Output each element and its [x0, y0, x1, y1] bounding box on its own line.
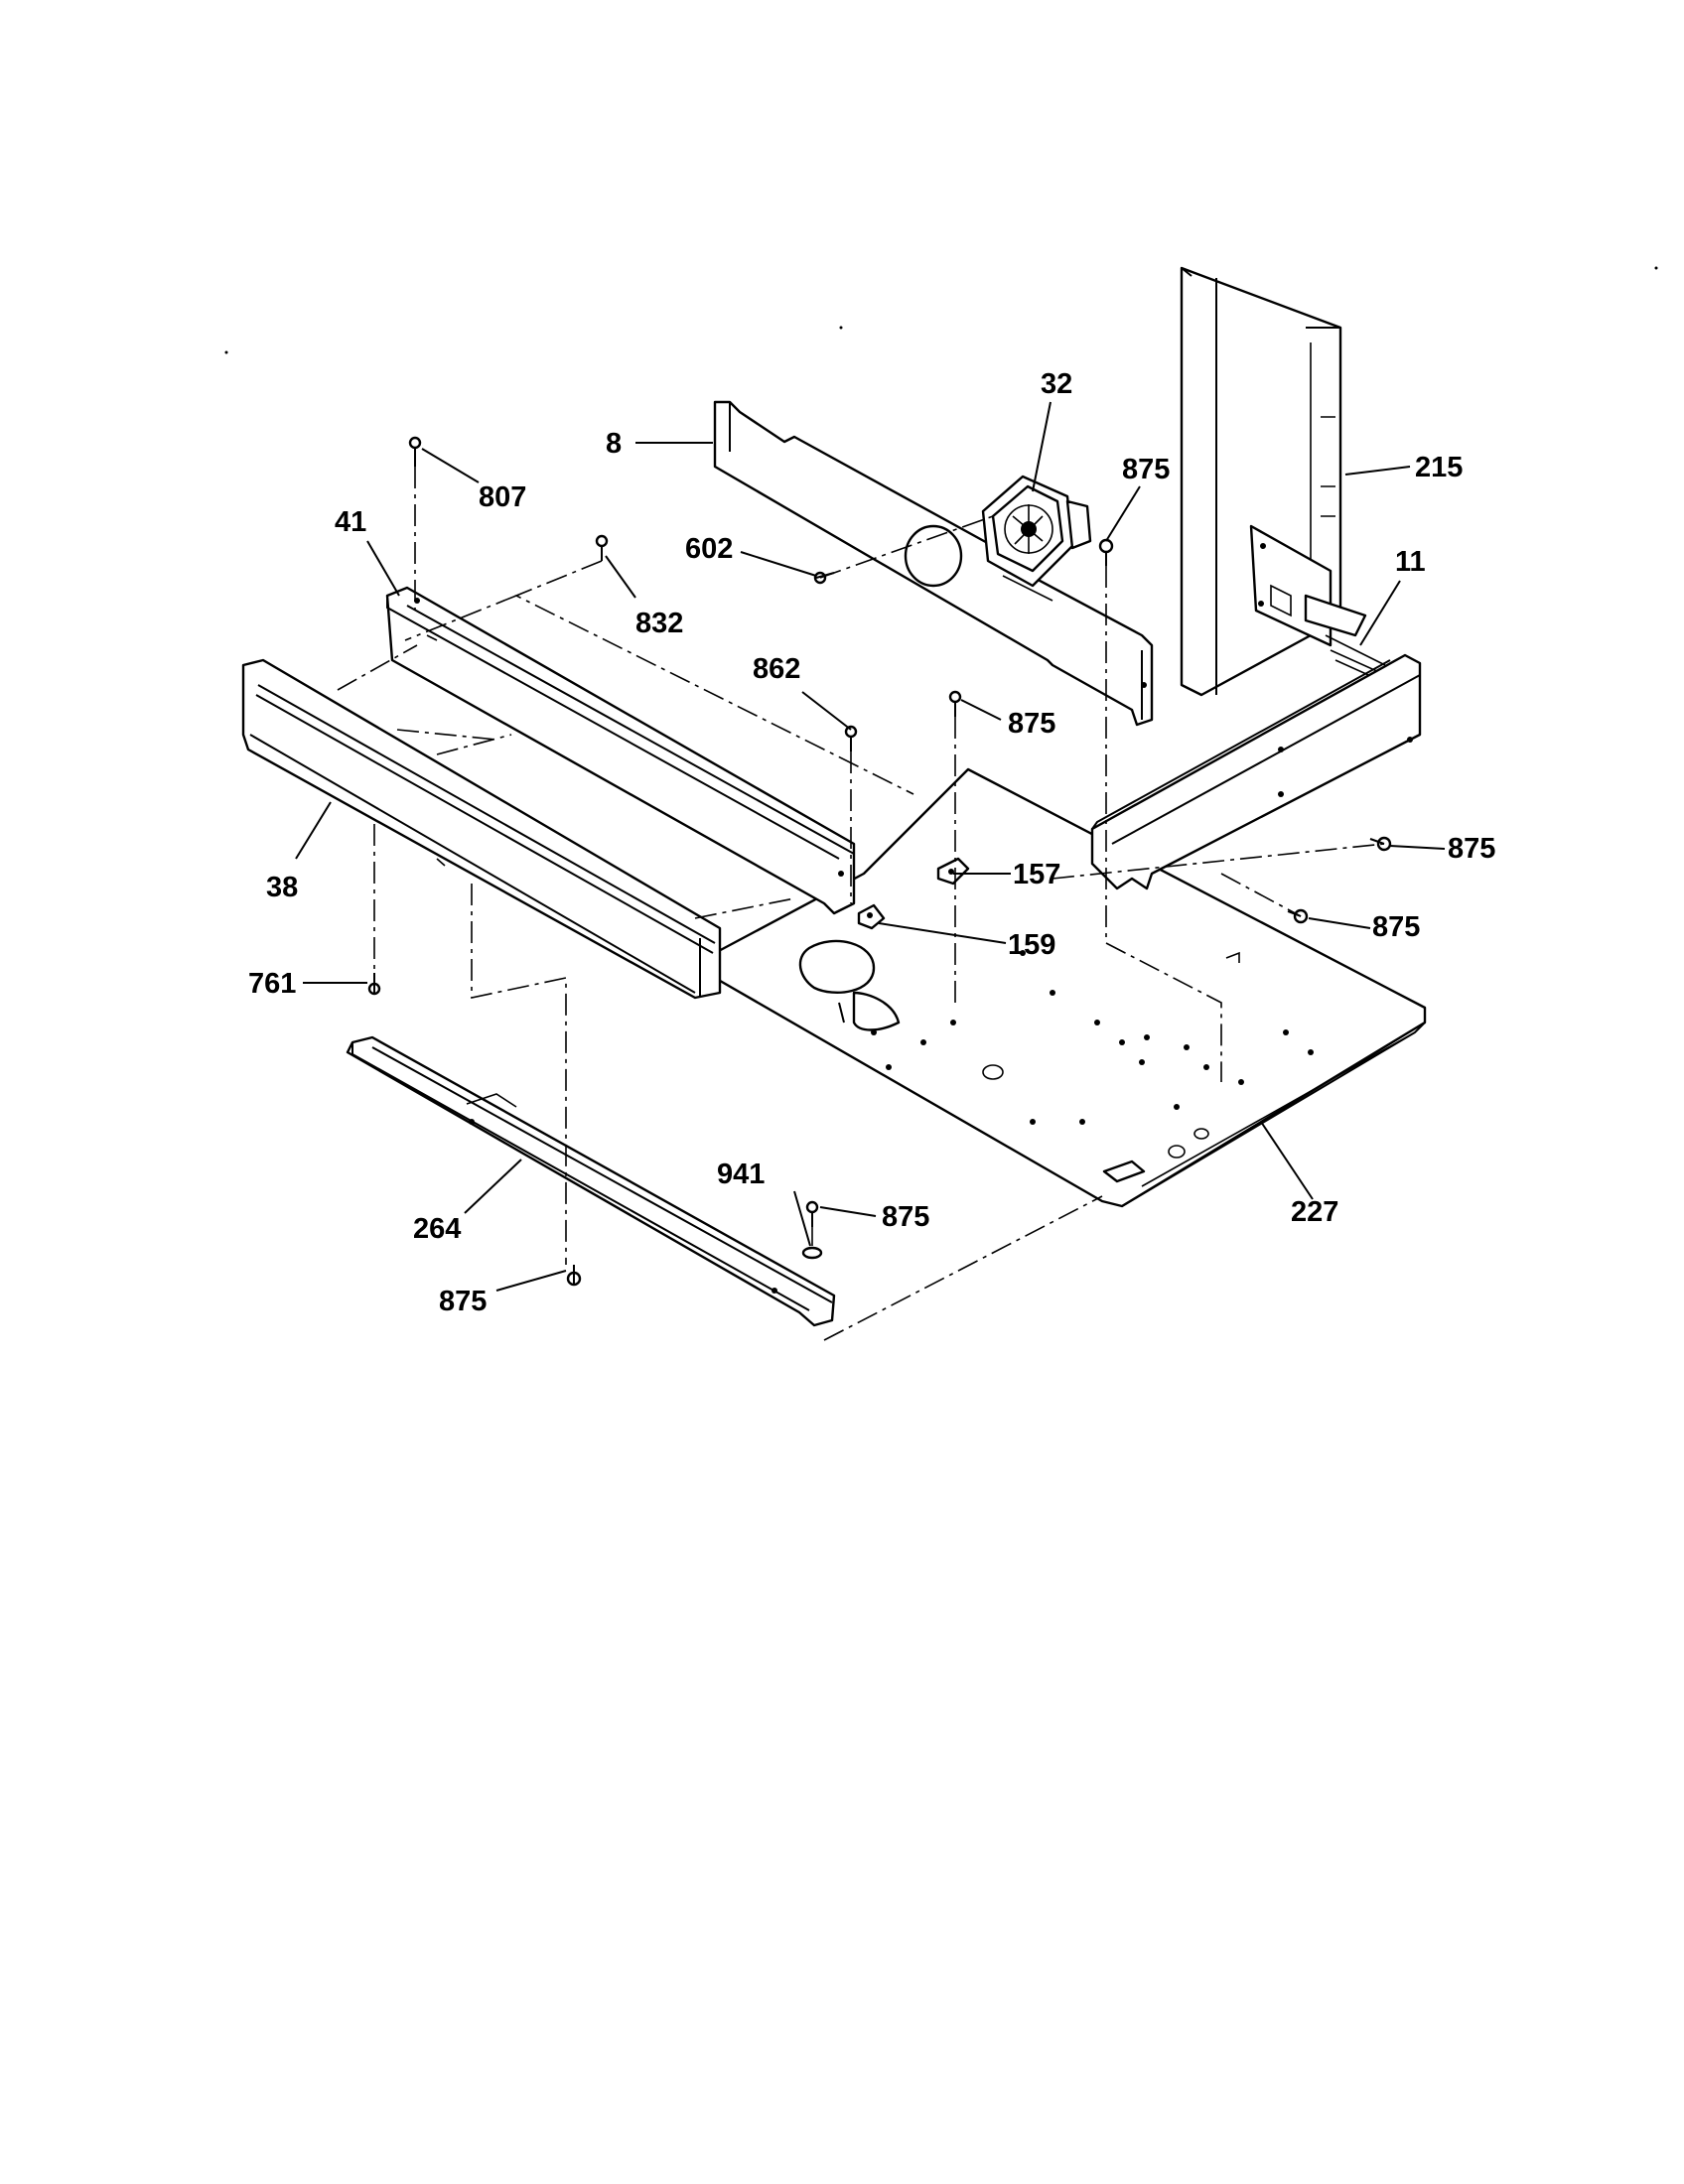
callout-761: 761 — [248, 968, 296, 1000]
callout-8: 8 — [606, 428, 622, 460]
front-trim-panel-icon — [241, 658, 722, 1000]
side-channel-bracket-icon — [1090, 653, 1422, 890]
cooling-fan-icon — [981, 475, 1092, 588]
screw-icon — [367, 973, 381, 996]
callout-832: 832 — [635, 608, 683, 639]
callout-159: 159 — [1008, 929, 1055, 961]
screw-icon — [844, 725, 858, 751]
callout-875-right2: 875 — [1372, 911, 1420, 943]
callout-157: 157 — [1013, 859, 1060, 890]
vertical-duct-panel-icon — [1180, 266, 1396, 697]
callout-862: 862 — [753, 653, 800, 685]
screw-icon — [595, 534, 609, 561]
rear-panel-bracket-icon — [713, 400, 1154, 727]
assembly-centerlines — [337, 467, 1385, 1341]
callout-38: 38 — [266, 872, 298, 903]
leader-lines — [295, 401, 1446, 1292]
thermostat-icon — [857, 903, 886, 930]
scan-speck — [1654, 266, 1658, 270]
callout-264: 264 — [413, 1213, 461, 1245]
callout-875-lower-left: 875 — [439, 1286, 487, 1317]
control-panel-support-icon — [385, 586, 856, 915]
callout-32: 32 — [1041, 368, 1072, 400]
callout-875-top: 875 — [1122, 454, 1170, 485]
screw-icon — [1098, 538, 1114, 566]
screw-icon — [805, 1200, 819, 1227]
callout-875-bottom: 875 — [882, 1201, 929, 1233]
screw-icon — [1287, 908, 1309, 924]
screw-icon — [566, 1265, 582, 1287]
callout-labels: 8 32 875 215 807 41 602 832 11 862 875 3… — [248, 368, 1495, 1317]
callout-875-right1: 875 — [1448, 833, 1495, 865]
callout-227: 227 — [1291, 1196, 1338, 1228]
callout-941: 941 — [717, 1159, 765, 1190]
scan-speck — [839, 326, 843, 330]
screw-icon — [948, 690, 962, 717]
callout-41: 41 — [335, 506, 366, 538]
callout-11: 11 — [1395, 546, 1426, 578]
screw-icon — [408, 436, 422, 467]
screw-icon — [801, 1246, 823, 1260]
callout-602: 602 — [685, 533, 733, 565]
base-plate-icon — [713, 767, 1427, 1208]
callout-807: 807 — [479, 481, 526, 513]
scan-speck — [224, 350, 228, 354]
screw-icon — [1369, 836, 1392, 852]
callout-875-mid: 875 — [1008, 708, 1055, 740]
callout-215: 215 — [1415, 452, 1463, 483]
angle-rail-icon — [346, 1035, 836, 1327]
